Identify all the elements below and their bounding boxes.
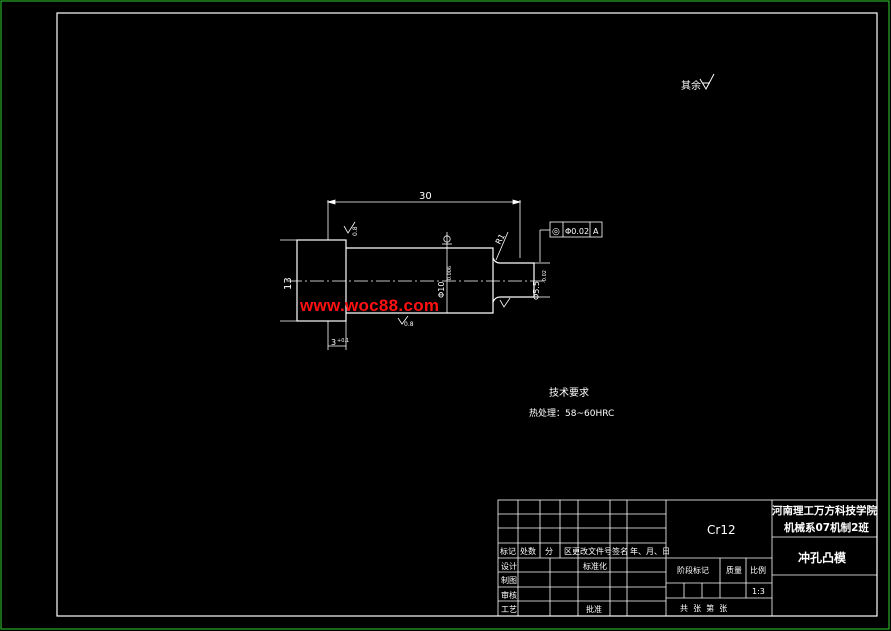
tb-material: Cr12 bbox=[707, 523, 736, 537]
tb-scale-label: 比例 bbox=[750, 565, 766, 575]
dim-overall-length bbox=[326, 199, 522, 258]
tb-class: 机械系07机制2班 bbox=[784, 521, 869, 534]
gt-symbol: ◎ bbox=[552, 227, 560, 237]
surface-finish-note: 其余 bbox=[681, 79, 701, 92]
roughness-top-icon bbox=[343, 221, 356, 234]
dim-head-diameter-text: 13 bbox=[283, 277, 294, 290]
tb-header-3: 区 bbox=[564, 547, 572, 556]
roughness-symbol-icon bbox=[699, 73, 715, 91]
dim-pilot-diameter-text: Φ5.5 bbox=[532, 281, 541, 300]
tb-row-review: 审核 bbox=[501, 590, 517, 600]
dim-pilot bbox=[534, 262, 550, 298]
tb-row-process: 工艺 bbox=[501, 605, 517, 614]
tb-part-name: 冲孔凸模 bbox=[798, 550, 847, 565]
dim-overall-length-text: 30 bbox=[419, 191, 432, 202]
geometric-tolerance-frame bbox=[539, 221, 603, 262]
tb-header-0: 标记 bbox=[500, 546, 516, 556]
tb-approve: 批准 bbox=[586, 604, 602, 614]
tb-row-draw: 制图 bbox=[501, 575, 517, 585]
roughness-top-text: 0.8 bbox=[352, 226, 359, 236]
roughness-bottom-icon bbox=[397, 315, 409, 325]
gt-datum: A bbox=[593, 227, 599, 236]
tb-weight: 质量 bbox=[726, 565, 742, 575]
dim-pilot-tol: -0.02 bbox=[542, 270, 548, 283]
tb-row-design: 设计 bbox=[501, 561, 517, 571]
gt-value: Φ0.02 bbox=[565, 227, 589, 236]
drawing-frame bbox=[56, 12, 878, 617]
watermark: www.woc88.com bbox=[300, 296, 440, 315]
tech-requirements-line1: 热处理：58~60HRC bbox=[529, 407, 614, 419]
tb-header-5: 签名 bbox=[612, 546, 628, 556]
fillet-leader bbox=[495, 231, 509, 261]
dim-shank-tol: -0.006 bbox=[447, 266, 453, 282]
tb-sheets: 共 张 第 张 bbox=[680, 603, 727, 613]
part-outline bbox=[296, 239, 535, 322]
dim-head-length-text: 3 bbox=[331, 338, 336, 347]
tb-school: 河南理工万方科技学院 bbox=[772, 504, 877, 517]
dim-head-diameter bbox=[280, 239, 297, 322]
tb-stage-mark: 阶段标记 bbox=[677, 565, 709, 575]
tb-header-6: 年、月、日 bbox=[630, 546, 670, 556]
tech-requirements-title: 技术要求 bbox=[549, 386, 589, 399]
dim-head-length bbox=[327, 313, 347, 350]
dim-shank-diameter-text: Φ10 bbox=[437, 282, 446, 298]
datum-a-icon bbox=[442, 235, 452, 245]
roughness-right-icon bbox=[499, 297, 511, 308]
fillet-radius-text: R1 bbox=[494, 232, 507, 246]
roughness-bottom-text: 0.8 bbox=[404, 321, 414, 328]
tb-header-1: 处数 bbox=[520, 546, 536, 556]
title-block bbox=[497, 499, 878, 617]
dim-head-length-tol: +0.1 bbox=[337, 338, 349, 344]
tb-header-4: 更改文件号 bbox=[572, 546, 612, 556]
tb-standardize: 标准化 bbox=[583, 561, 607, 571]
tb-header-2: 分 bbox=[545, 547, 553, 556]
tb-scale-value: 1:3 bbox=[752, 587, 765, 596]
